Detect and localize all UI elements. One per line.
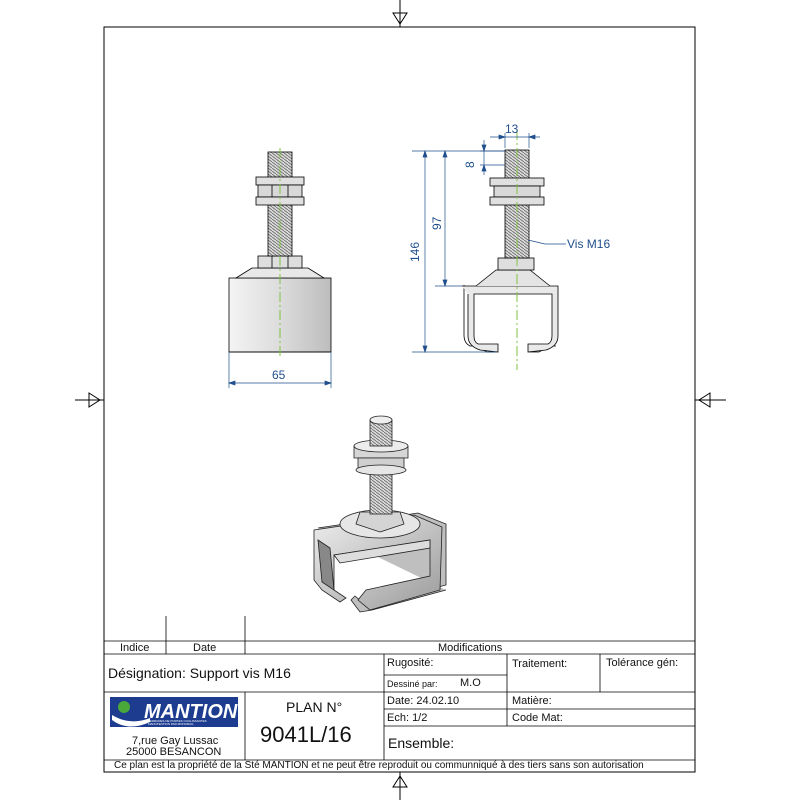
matiere-label: Matière: xyxy=(512,695,552,707)
side-dimension-lines xyxy=(412,133,566,354)
code-mat-label: Code Mat: xyxy=(512,712,563,724)
ensemble-label: Ensemble: xyxy=(388,735,455,751)
centering-mark-top xyxy=(392,0,408,27)
address-line-2: 25000 BESANCON xyxy=(126,746,222,758)
traitement-label: Traitement: xyxy=(512,658,568,670)
dessine-value: M.O xyxy=(460,677,481,689)
centering-mark-left xyxy=(75,392,104,408)
plan-number: 9041L/16 xyxy=(260,722,352,747)
dimension-top-width: 13 xyxy=(505,122,519,136)
dimension-base-width-label: 65 xyxy=(272,368,286,382)
dimension-height-146: 146 xyxy=(408,241,422,262)
title-block-grid xyxy=(104,616,695,761)
company-name: MANTION xyxy=(144,701,238,723)
tolerance-label: Tolérance gén: xyxy=(606,657,679,669)
plan-label: PLAN N° xyxy=(286,699,343,715)
designation-label: Désignation: Support vis M16 xyxy=(108,665,291,681)
rugosite-label: Rugosité: xyxy=(387,657,434,669)
date-value: Date: 24.02.10 xyxy=(387,695,460,707)
address-line-1: 7,rue Gay Lussac xyxy=(132,735,219,747)
mantion-logo xyxy=(110,697,238,727)
company-tagline-1: FERRURES DE PORTES COULISSANTES xyxy=(148,719,207,723)
centering-mark-right xyxy=(695,392,726,408)
dimension-thread-depth: 8 xyxy=(463,161,477,168)
ech-value: Ech: 1/2 xyxy=(387,712,428,724)
isometric-view xyxy=(313,415,447,613)
dimension-height-97: 97 xyxy=(430,216,444,230)
dimension-base-width xyxy=(227,352,333,388)
indice-header: Indice xyxy=(120,642,150,654)
company-tagline-2: MANUTENTION PAR MONORAIL xyxy=(148,722,194,726)
modifications-header: Modifications xyxy=(438,642,503,654)
callout-vis-m16: Vis M16 xyxy=(567,237,611,251)
footer-notice: Ce plan est la propriété de la Sté MANTI… xyxy=(114,760,644,771)
centering-mark-bottom xyxy=(392,772,408,800)
date-header: Date xyxy=(193,642,217,654)
dessine-label: Dessiné par: xyxy=(387,679,438,689)
side-view xyxy=(462,149,559,353)
